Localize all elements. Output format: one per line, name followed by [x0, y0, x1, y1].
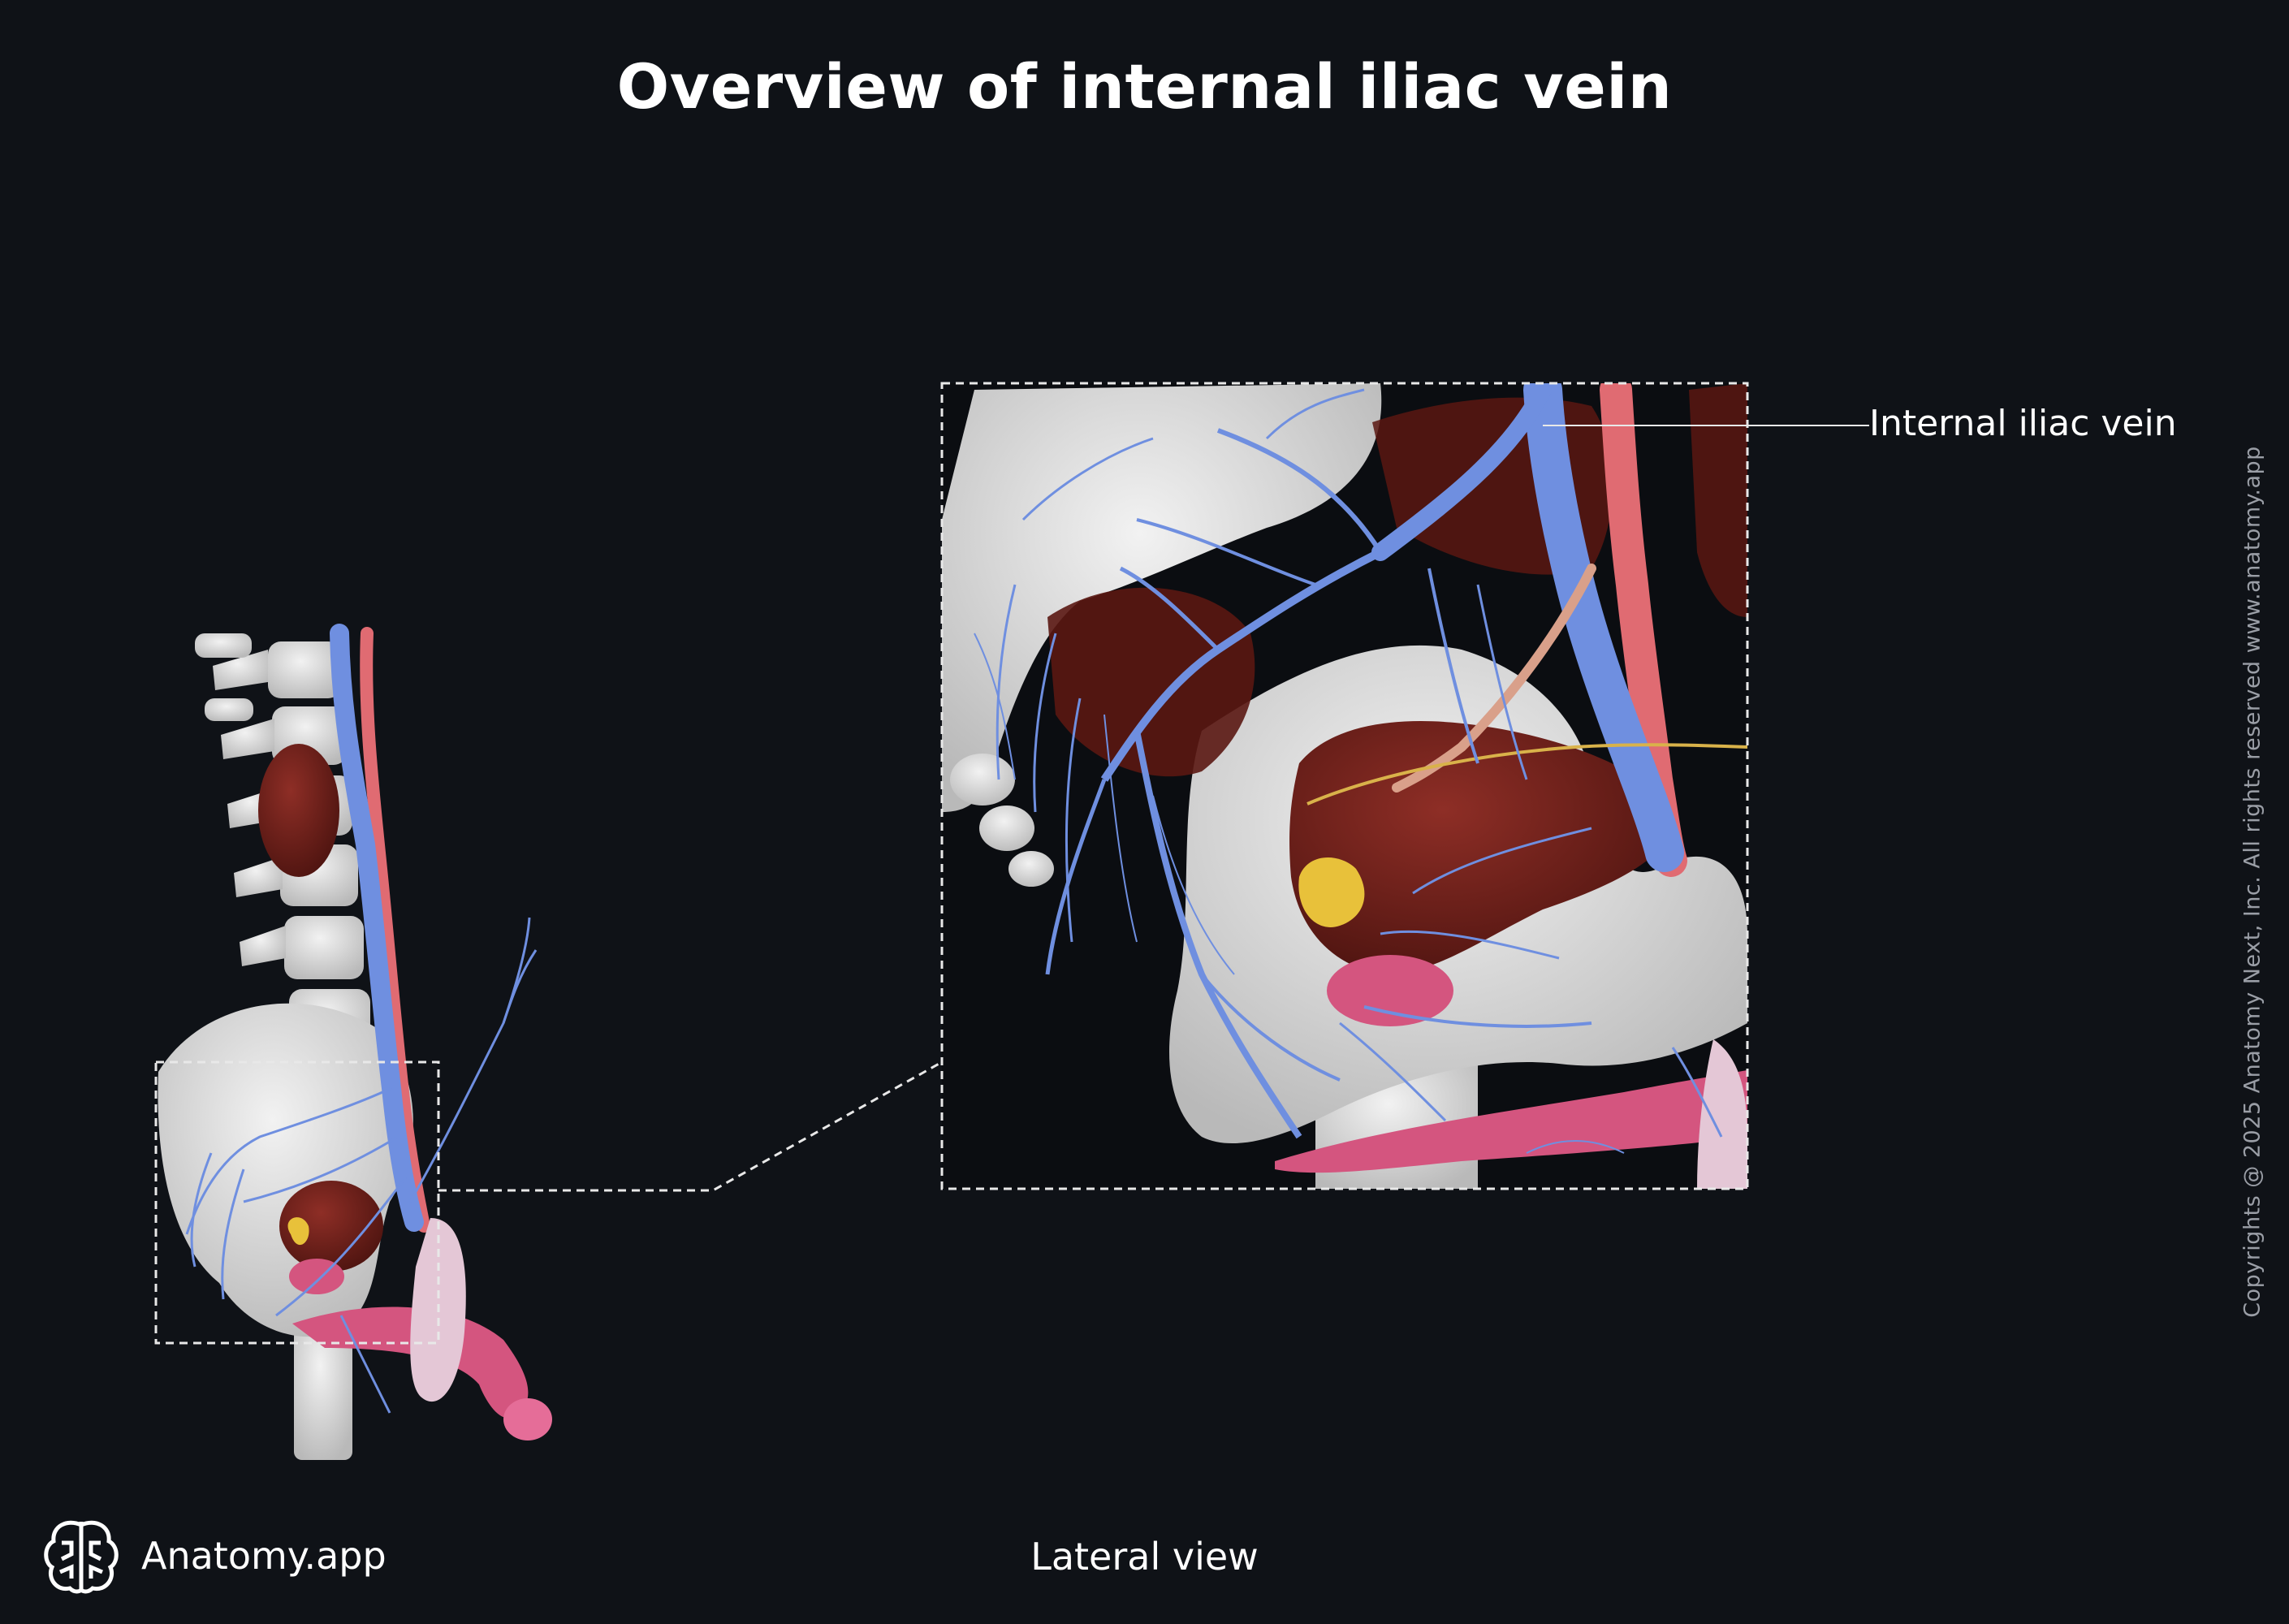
bladder: [279, 1181, 383, 1272]
brand[interactable]: Anatomy.app: [42, 1517, 387, 1595]
zoom-sacrum: [942, 383, 1382, 812]
zoom-venous-plexus: [974, 388, 1723, 1154]
zoom-seminal-vesicle: [1298, 857, 1365, 927]
zoom-prostate: [1327, 955, 1453, 1026]
copyright-notice: Copyrights @ 2025 Anatomy Next, Inc. All…: [2239, 446, 2265, 1318]
pelvis: [158, 1003, 413, 1337]
brand-name: Anatomy.app: [141, 1534, 387, 1578]
overview-highlight-box: [154, 1060, 440, 1345]
overview-figure: [154, 624, 552, 1460]
overview-venous-branches: [185, 917, 538, 1414]
page-title: Overview of internal iliac vein: [616, 50, 1673, 123]
glans: [503, 1398, 552, 1440]
brain-logo-icon: [44, 1520, 119, 1594]
zoom-bladder: [1289, 721, 1674, 974]
view-caption: Lateral view: [1030, 1535, 1259, 1579]
zoom-inset: [942, 383, 1747, 1189]
zoom-connector-line: [438, 1060, 943, 1192]
seminal-vesicle: [287, 1217, 309, 1246]
femur: [294, 1315, 352, 1460]
zoom-frame: [940, 382, 1749, 1190]
label-internal-iliac-vein: Internal iliac vein: [1869, 403, 2177, 444]
overview-iliac-artery: [360, 627, 430, 1233]
zoom-internal-iliac-vein: [1523, 383, 1684, 872]
zoom-penis: [1275, 1070, 1747, 1173]
overview-vein: [330, 624, 424, 1232]
kidney: [258, 744, 339, 877]
